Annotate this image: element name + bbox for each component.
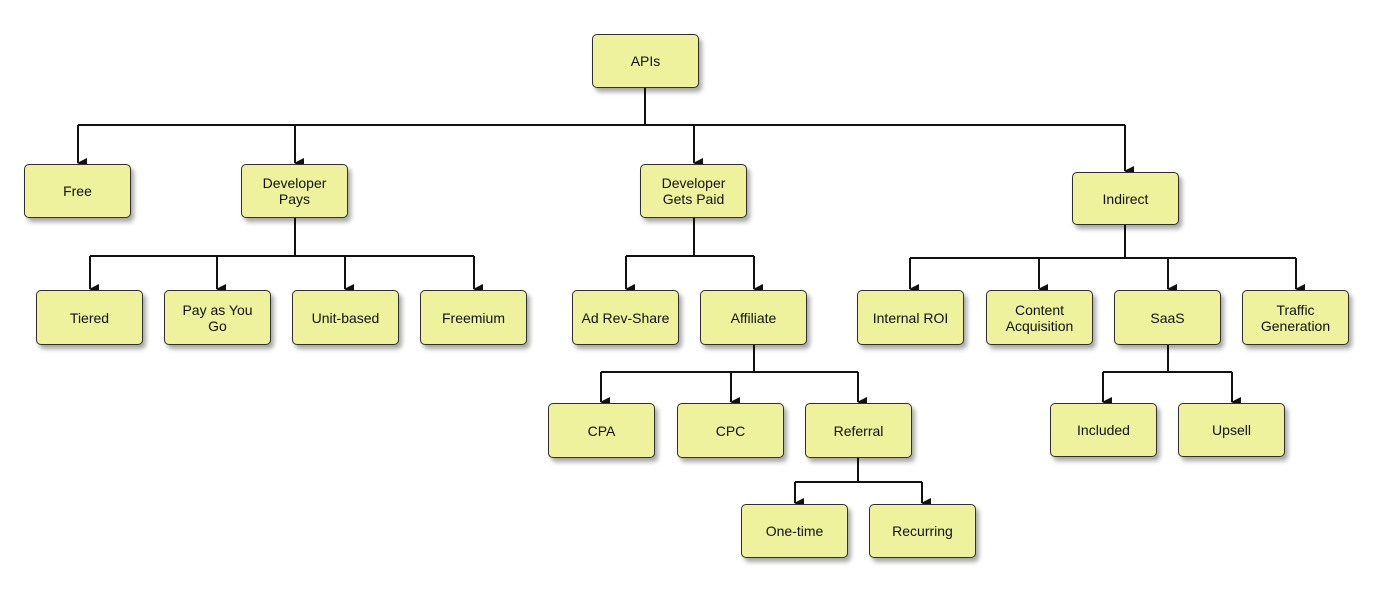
node-freemium: Freemium xyxy=(420,290,527,345)
node-content-acquisition-label: Content Acquisition xyxy=(1005,301,1074,334)
node-internal-roi-label: Internal ROI xyxy=(872,309,949,326)
node-indirect-label: Indirect xyxy=(1102,190,1149,207)
node-tiered: Tiered xyxy=(36,290,143,345)
node-content-acquisition: Content Acquisition xyxy=(986,290,1093,345)
node-affiliate: Affiliate xyxy=(700,290,807,345)
node-one-time: One-time xyxy=(741,504,848,558)
node-included-label: Included xyxy=(1077,422,1130,438)
node-referral-label: Referral xyxy=(833,422,884,439)
node-apis: APIs xyxy=(592,34,699,88)
node-developer-pays-label: Developer Pays xyxy=(262,175,327,207)
node-saas-label: SaaS xyxy=(1150,309,1185,326)
node-upsell-label: Upsell xyxy=(1212,422,1251,438)
node-free-label: Free xyxy=(63,183,92,199)
node-upsell: Upsell xyxy=(1178,403,1285,457)
node-developer-gets-paid-label: Developer Gets Paid xyxy=(661,175,726,207)
node-unit-based: Unit-based xyxy=(292,290,399,345)
node-affiliate-label: Affiliate xyxy=(730,309,777,326)
node-included: Included xyxy=(1050,403,1157,457)
node-internal-roi: Internal ROI xyxy=(857,290,964,345)
node-pay-as-you-go-label: Pay as You Go xyxy=(182,301,253,334)
node-recurring-label: Recurring xyxy=(892,523,953,539)
node-cpc: CPC xyxy=(677,403,784,458)
node-developer-pays: Developer Pays xyxy=(241,164,348,218)
node-referral: Referral xyxy=(805,403,912,458)
node-apis-label: APIs xyxy=(630,53,661,69)
node-developer-gets-paid: Developer Gets Paid xyxy=(640,164,747,218)
node-ad-rev-share-label: Ad Rev-Share xyxy=(581,309,670,326)
node-tiered-label: Tiered xyxy=(69,309,110,326)
node-traffic-generation-label: Traffic Generation xyxy=(1260,301,1331,334)
node-indirect: Indirect xyxy=(1072,172,1179,225)
node-one-time-label: One-time xyxy=(765,523,824,539)
node-free: Free xyxy=(24,164,131,218)
node-saas: SaaS xyxy=(1114,290,1221,345)
node-cpc-label: CPC xyxy=(715,422,746,439)
node-unit-based-label: Unit-based xyxy=(311,309,380,326)
node-cpa: CPA xyxy=(548,403,655,458)
node-recurring: Recurring xyxy=(869,504,976,558)
node-freemium-label: Freemium xyxy=(441,309,505,326)
node-pay-as-you-go: Pay as You Go xyxy=(164,290,271,345)
node-cpa-label: CPA xyxy=(587,422,616,439)
node-ad-rev-share: Ad Rev-Share xyxy=(572,290,679,345)
node-traffic-generation: Traffic Generation xyxy=(1242,290,1349,345)
